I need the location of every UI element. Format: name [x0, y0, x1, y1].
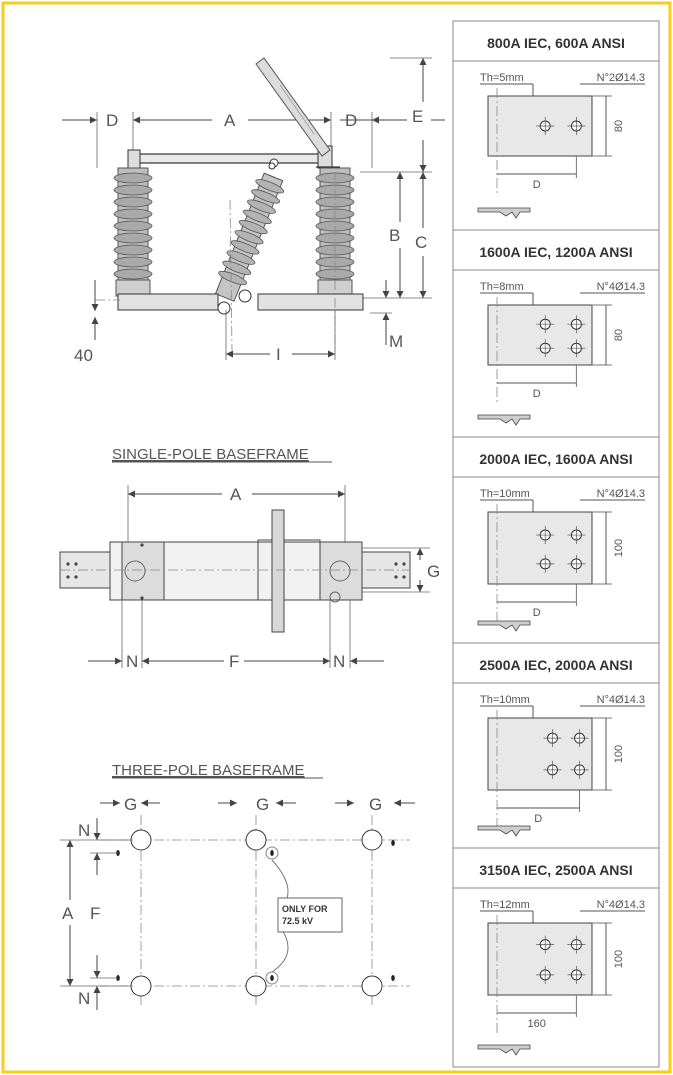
- panel-dim-d: D: [533, 607, 541, 619]
- panel-thickness: Th=10mm: [480, 488, 530, 500]
- single-pole-baseframe: SINGLE-POLE BASEFRAME A G: [59, 446, 440, 671]
- dim-d-right: D: [345, 111, 357, 130]
- panel-thickness: Th=8mm: [480, 281, 524, 293]
- panel-holes: N°4Ø14.3: [597, 694, 645, 706]
- sp-dim-f: F: [229, 652, 239, 671]
- terminal-panel: 3150A IEC, 2500A ANSI Th=12mm N°4Ø14.3 100 1…: [453, 847, 659, 1056]
- panel-title: 3150A IEC, 2500A ANSI: [479, 862, 632, 878]
- panel-holes: N°4Ø14.3: [597, 899, 645, 911]
- note-line-1: ONLY FOR: [282, 904, 328, 914]
- dim-b: B: [389, 226, 400, 245]
- panel-thickness: Th=5mm: [480, 72, 524, 84]
- dim-a-side: A: [224, 111, 236, 130]
- terminal-panel: 1600A IEC, 1200A ANSI Th=8mm N°4Ø14.3 80D: [453, 229, 659, 426]
- panel-thickness: Th=10mm: [480, 694, 530, 706]
- sp-dim-a: A: [230, 485, 242, 504]
- tp-dim-n-bottom: N: [78, 989, 90, 1008]
- tp-dim-g2: G: [256, 795, 269, 814]
- panel-height: 80: [613, 120, 625, 132]
- panel-holes: N°2Ø14.3: [597, 72, 645, 84]
- panel-height: 100: [613, 745, 625, 763]
- insulator-operating: [214, 172, 285, 302]
- panel-title: 2000A IEC, 1600A ANSI: [479, 451, 632, 467]
- panel-height: 80: [613, 329, 625, 341]
- tp-dim-f: F: [90, 904, 100, 923]
- tp-dim-n-top: N: [78, 821, 90, 840]
- sp-dim-n-right: N: [333, 652, 345, 671]
- sp-dim-n-left: N: [126, 652, 138, 671]
- terminal-panel: 800A IEC, 600A ANSI Th=5mm N°2Ø14.3 80D: [453, 20, 659, 219]
- single-pole-title: SINGLE-POLE BASEFRAME: [112, 446, 309, 463]
- panel-title: 1600A IEC, 1200A ANSI: [479, 244, 632, 260]
- panel-dim-d: D: [534, 813, 542, 825]
- panel-dim-d: 160: [528, 1018, 546, 1030]
- dim-e: E: [412, 107, 423, 126]
- panel-height: 100: [613, 950, 625, 968]
- dim-d-left: D: [106, 111, 118, 130]
- dim-c: C: [415, 233, 427, 252]
- panel-dim-d: D: [533, 388, 541, 400]
- dim-i: I: [276, 345, 281, 364]
- panel-title: 800A IEC, 600A ANSI: [487, 35, 625, 51]
- tp-dim-g1: G: [124, 795, 137, 814]
- sp-dim-g: G: [427, 562, 440, 581]
- dim-40: 40: [74, 346, 93, 365]
- panel-dim-d: D: [533, 179, 541, 191]
- three-pole-baseframe: THREE-POLE BASEFRAME G G G: [60, 762, 415, 1010]
- panel-thickness: Th=12mm: [480, 899, 530, 911]
- note-line-2: 72.5 kV: [282, 916, 313, 926]
- panel-holes: N°4Ø14.3: [597, 281, 645, 293]
- panel-title: 2500A IEC, 2000A ANSI: [479, 657, 632, 673]
- panel-holes: N°4Ø14.3: [597, 488, 645, 500]
- three-pole-title: THREE-POLE BASEFRAME: [112, 762, 305, 779]
- side-view: D A D E B C M: [62, 57, 445, 365]
- dim-m: M: [389, 332, 403, 351]
- tp-dim-g3: G: [369, 795, 382, 814]
- tp-dim-a: A: [62, 904, 74, 923]
- panel-height: 100: [613, 539, 625, 557]
